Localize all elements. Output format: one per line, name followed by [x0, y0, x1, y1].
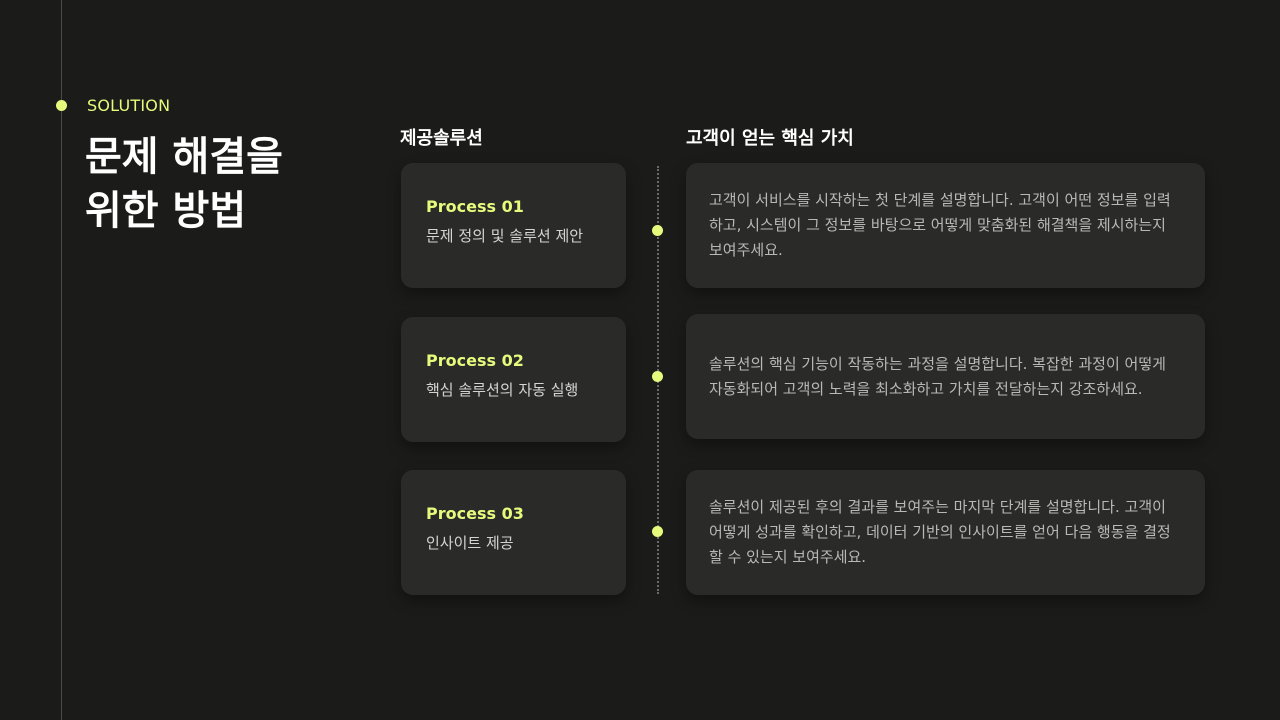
value-heading: 고객이 얻는 핵심 가치: [686, 128, 854, 149]
value-card-2: 솔루션의 핵심 기능이 작동하는 과정을 설명합니다. 복잡한 과정이 어떻게 …: [686, 314, 1205, 439]
process-card-2: Process 02 핵심 솔루션의 자동 실행: [401, 317, 626, 442]
process-subtitle: 문제 정의 및 솔루션 제안: [426, 227, 584, 245]
process-name: Process 01: [426, 197, 524, 216]
title-line-2: 위한 방법: [85, 188, 247, 234]
process-name: Process 03: [426, 504, 524, 523]
value-description: 고객이 서비스를 시작하는 첫 단계를 설명합니다. 고객이 어떤 정보를 입력…: [709, 191, 1171, 259]
value-description: 솔루션의 핵심 기능이 작동하는 과정을 설명합니다. 복잡한 과정이 어떻게 …: [709, 354, 1166, 398]
timeline-dot-icon: [652, 526, 663, 537]
vertical-rule: [61, 0, 62, 720]
page-title: 문제 해결을 위한 방법: [85, 130, 345, 238]
value-description: 솔루션이 제공된 후의 결과를 보여주는 마지막 단계를 설명합니다. 고객이 …: [709, 498, 1171, 566]
accent-dot-icon: [56, 100, 67, 111]
solutions-heading: 제공솔루션: [400, 128, 483, 149]
process-card-1: Process 01 문제 정의 및 솔루션 제안: [401, 163, 626, 288]
process-subtitle: 핵심 솔루션의 자동 실행: [426, 381, 579, 399]
process-subtitle: 인사이트 제공: [426, 534, 514, 552]
value-card-1: 고객이 서비스를 시작하는 첫 단계를 설명합니다. 고객이 어떤 정보를 입력…: [686, 163, 1205, 288]
title-line-1: 문제 해결을: [85, 134, 283, 180]
process-card-3: Process 03 인사이트 제공: [401, 470, 626, 595]
section-label: SOLUTION: [87, 96, 171, 115]
process-name: Process 02: [426, 351, 524, 370]
timeline-dot-icon: [652, 225, 663, 236]
value-card-3: 솔루션이 제공된 후의 결과를 보여주는 마지막 단계를 설명합니다. 고객이 …: [686, 470, 1205, 595]
timeline-dot-icon: [652, 371, 663, 382]
